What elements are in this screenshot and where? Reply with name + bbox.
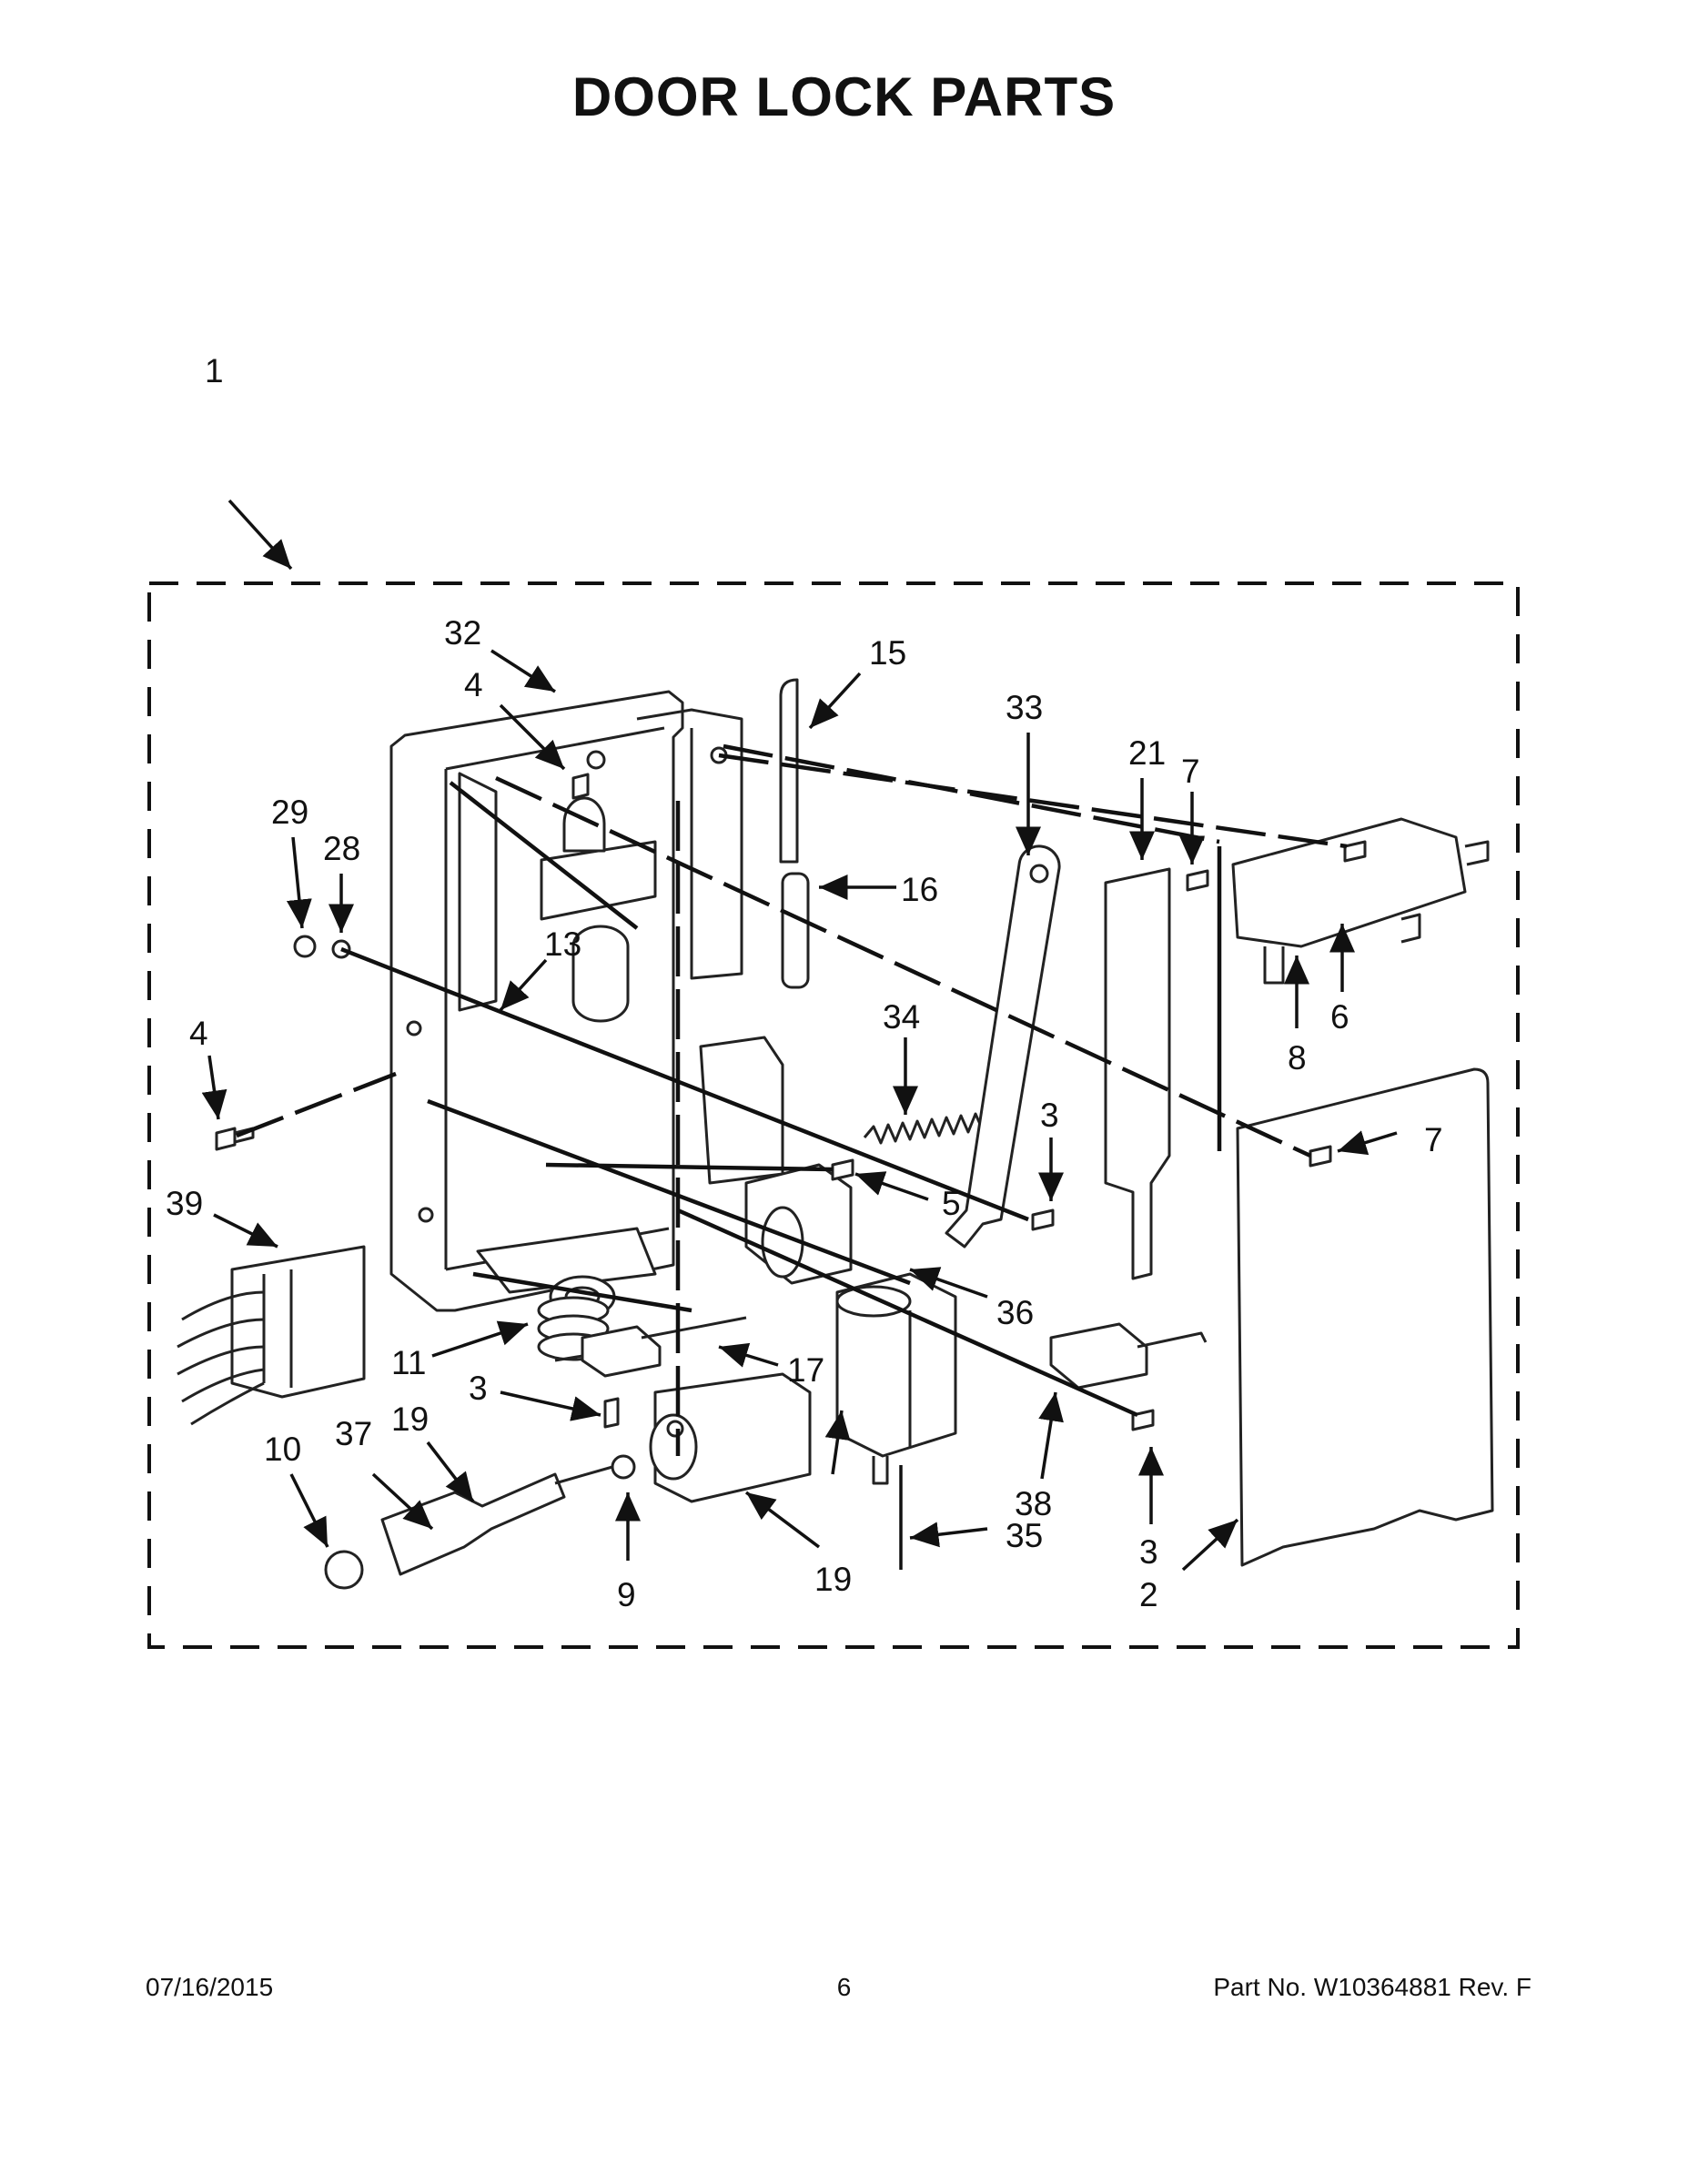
plunger-part-37: [324, 1463, 620, 1590]
callout-39: 39: [166, 1185, 203, 1222]
callout-4: 4: [189, 1015, 208, 1052]
screw-part-6: [1343, 840, 1367, 863]
switch-part-17: [554, 1316, 747, 1378]
screw-part-5: [831, 1158, 854, 1181]
callout-7: 7: [1424, 1121, 1443, 1158]
callout-5: 5: [942, 1185, 961, 1222]
callout-15: 15: [869, 634, 906, 672]
rod-part-15: [779, 678, 799, 864]
screw-part-3-right: [1031, 1208, 1055, 1231]
footer-page-number: 6: [836, 1973, 852, 2001]
spacer-part-16: [781, 872, 810, 989]
callout-36: 36: [996, 1294, 1034, 1331]
callout-labels: 1 32 4 15 33 21 7 29 28 16 13 6 34 8 4 3…: [166, 352, 1443, 1613]
callout-3: 3: [1040, 1097, 1059, 1134]
callout-10: 10: [264, 1431, 301, 1468]
connector-part-39: [177, 1245, 366, 1426]
callout-29: 29: [271, 794, 308, 831]
switch-part-8: [1231, 817, 1490, 985]
assembly-alignment-lines: [236, 743, 1348, 1456]
callout-33: 33: [1006, 689, 1043, 726]
callout-35: 35: [1006, 1517, 1043, 1554]
callout-6: 6: [1330, 998, 1349, 1036]
callout-16: 16: [901, 871, 938, 908]
callout-21: 21: [1128, 734, 1166, 772]
nut-part-29: [293, 935, 317, 958]
callout-3: 3: [469, 1370, 488, 1407]
screw-part-3-bottom: [1131, 1409, 1155, 1431]
callout-3: 3: [1139, 1533, 1158, 1571]
page-title: DOOR LOCK PARTS: [571, 66, 1117, 127]
callout-11: 11: [391, 1344, 426, 1381]
callout-4: 4: [464, 666, 483, 703]
screw-part-4-top: [571, 773, 590, 800]
screw-part-7-right: [1309, 1145, 1332, 1168]
panel-part-2: [1236, 1067, 1494, 1567]
callout-13: 13: [544, 925, 581, 963]
callout-17: 17: [787, 1351, 824, 1389]
callout-leaders: [201, 499, 1398, 1572]
callout-32: 32: [444, 614, 481, 652]
footer-part-number: Part No. W10364881 Rev. F: [1213, 1973, 1531, 2001]
screw-part-7-top: [1186, 869, 1209, 892]
solenoid-part-19-left: [649, 1372, 812, 1503]
lever-part-33: [945, 844, 1061, 1249]
screw-part-4-left: [215, 1127, 255, 1151]
callout-8: 8: [1288, 1039, 1307, 1077]
footer-date: 07/16/2015: [146, 1973, 274, 2001]
callout-19: 19: [391, 1400, 429, 1438]
assembly-boundary: [147, 581, 1520, 1649]
callout-28: 28: [323, 830, 360, 867]
callout-1: 1: [205, 352, 224, 389]
callout-2: 2: [1139, 1576, 1158, 1613]
callout-38: 38: [1015, 1485, 1052, 1522]
callout-37: 37: [335, 1415, 372, 1452]
washer-part-9: [611, 1454, 636, 1480]
screw-part-3-left: [603, 1397, 620, 1429]
callout-7: 7: [1181, 753, 1200, 790]
callout-34: 34: [883, 998, 920, 1036]
lock-frame-part-32: [389, 690, 743, 1312]
switch-part-38: [1049, 1322, 1208, 1390]
callout-19: 19: [814, 1561, 852, 1598]
callout-9: 9: [617, 1576, 636, 1613]
